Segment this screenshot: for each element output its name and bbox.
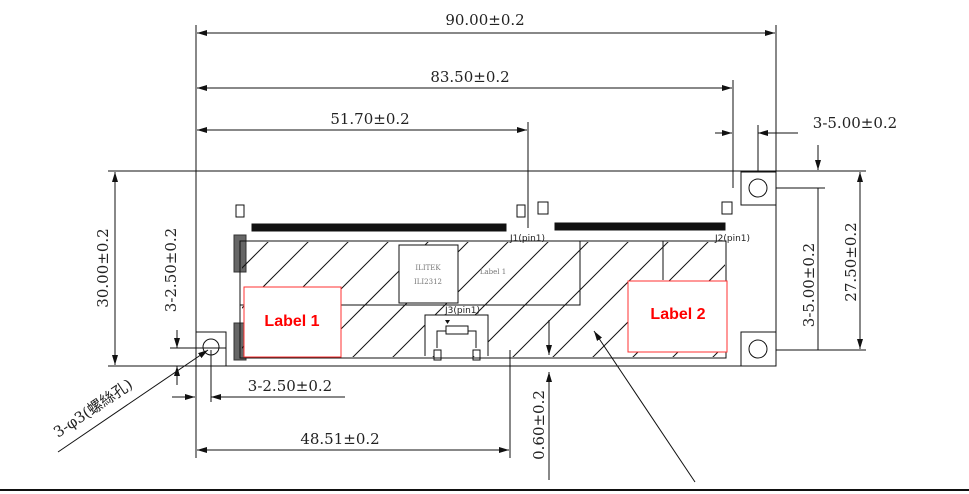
mounting-hole-top-right bbox=[740, 171, 777, 206]
dim-overall-width: 90.00±0.2 bbox=[445, 11, 524, 29]
j1-label: J1(pin1) bbox=[509, 234, 545, 244]
connector-j2 bbox=[554, 222, 726, 231]
label-2-text: Label 2 bbox=[650, 306, 705, 323]
dim-hole-offset-right: 3-5.00±0.2 bbox=[813, 114, 897, 132]
chip-side-text: Label 1 bbox=[480, 268, 506, 276]
dim-hole-offset-left-h: 3-2.50±0.2 bbox=[248, 377, 332, 395]
dim-overall-height: 30.00±0.2 bbox=[94, 228, 112, 307]
dim-hole-offset-left-v: 3-2.50±0.2 bbox=[162, 228, 180, 312]
label-1-box: Label 1 bbox=[243, 286, 342, 358]
j2-label: J2(pin1) bbox=[714, 234, 750, 244]
dim-hole-span: 83.50±0.2 bbox=[430, 68, 509, 86]
j3-label: J3(pin1) bbox=[444, 306, 480, 316]
dim-j1-offset: 51.70±0.2 bbox=[330, 110, 409, 128]
hatch-line bbox=[552, 242, 669, 357]
connector-j1 bbox=[251, 223, 507, 232]
hatch-line bbox=[512, 242, 629, 357]
mounting-hole-bottom-left bbox=[195, 331, 227, 367]
dim-j3-gap: 0.60±0.2 bbox=[530, 390, 548, 460]
hatch-line bbox=[472, 242, 589, 357]
chip-line1: ILITEK bbox=[415, 264, 441, 272]
board-outline bbox=[195, 170, 777, 367]
label-2-box: Label 2 bbox=[627, 280, 728, 353]
mounting-hole-bottom-right bbox=[740, 331, 777, 367]
dim-hole-vspan: 27.50±0.2 bbox=[842, 222, 860, 301]
connector-j3 bbox=[424, 314, 489, 356]
dim-j3-offset: 48.51±0.2 bbox=[300, 430, 379, 448]
chip bbox=[398, 244, 459, 304]
chip-line2: ILI2312 bbox=[414, 278, 442, 286]
label-1-text: Label 1 bbox=[264, 313, 319, 330]
connector-pads bbox=[235, 201, 733, 218]
dim-hole-offset-right-v: 3-5.00±0.2 bbox=[800, 243, 818, 327]
hatch-line bbox=[242, 242, 269, 269]
